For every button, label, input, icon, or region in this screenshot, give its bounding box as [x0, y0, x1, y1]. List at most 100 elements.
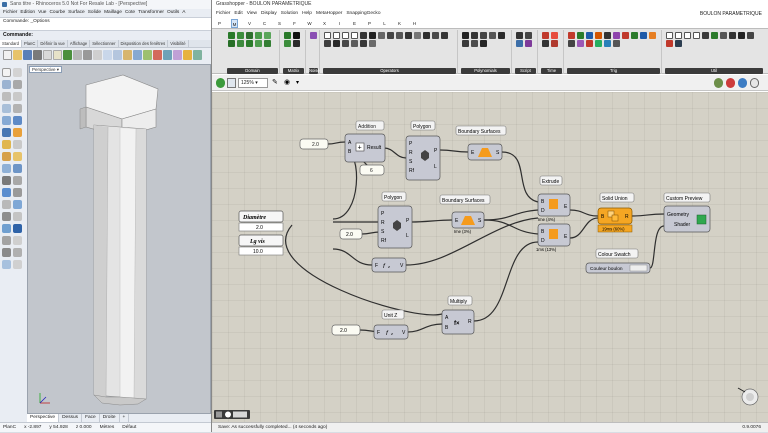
ribbon-tab-p2[interactable]: P — [367, 21, 371, 26]
secant-icon[interactable] — [631, 32, 638, 39]
right-trig-icon[interactable] — [595, 40, 602, 47]
preview-eye-icon[interactable]: ◉ — [284, 79, 291, 86]
gh-menu-view[interactable]: View — [246, 11, 257, 16]
gh-menu-display[interactable]: Display — [261, 11, 277, 16]
move-icon[interactable] — [2, 188, 11, 197]
interpolate-date-icon[interactable] — [551, 40, 558, 47]
render-icon[interactable] — [153, 50, 162, 60]
join-icon[interactable] — [13, 176, 22, 185]
curve-icon[interactable] — [13, 80, 22, 89]
tangent-icon[interactable] — [586, 32, 593, 39]
status-plane[interactable]: PlanC — [3, 425, 17, 430]
ribbon-tab-maths[interactable]: M — [231, 19, 238, 28]
viewport-tab-perspective[interactable]: Perspective — [27, 414, 60, 422]
display-options-icon[interactable] — [750, 78, 759, 88]
node-polygon-1[interactable]: Polygon P R S Rf P L — [405, 120, 441, 181]
layer-icon[interactable] — [143, 50, 152, 60]
menu-a[interactable]: A — [182, 10, 186, 15]
fillet-icon[interactable] — [2, 164, 11, 173]
materials-icon[interactable] — [163, 50, 172, 60]
add-viewport-icon[interactable]: + — [120, 414, 130, 422]
cosine-icon[interactable] — [577, 32, 584, 39]
light-icon[interactable] — [183, 50, 192, 60]
mass-multiplication-icon[interactable] — [360, 40, 367, 47]
circle-icon[interactable] — [2, 92, 11, 101]
incircle-icon[interactable] — [613, 40, 620, 47]
csharp-icon[interactable] — [525, 40, 532, 47]
swap-matrix-icon[interactable] — [293, 40, 300, 47]
gh-menu-metahopper[interactable]: MetaHopper — [315, 11, 343, 16]
noise-icon[interactable] — [310, 32, 317, 39]
date-icon[interactable] — [542, 32, 549, 39]
solid-sphere-icon[interactable] — [13, 128, 22, 137]
grid-icon[interactable] — [2, 236, 11, 245]
ribbon-tab-transform[interactable]: X — [322, 21, 326, 26]
polyline-icon[interactable] — [2, 80, 11, 89]
open-folder-icon[interactable] — [13, 50, 22, 60]
modulus-icon[interactable] — [360, 32, 367, 39]
tab-selectionner[interactable]: Sélectionner — [90, 40, 119, 47]
layout-icon[interactable] — [2, 260, 11, 269]
ribbon-tab-lunchbox[interactable]: L — [383, 21, 386, 26]
mirror-icon[interactable] — [13, 212, 22, 221]
integer-division-icon[interactable] — [432, 32, 439, 39]
arc-icon[interactable] — [13, 92, 22, 101]
divide-domain-icon[interactable] — [264, 32, 271, 39]
command-prompt[interactable]: Commande: — [3, 32, 33, 38]
rotate-icon[interactable] — [2, 200, 11, 209]
ribbon-tab-extra[interactable]: E — [352, 21, 356, 26]
history-icon[interactable] — [2, 248, 11, 257]
python-icon[interactable] — [516, 40, 523, 47]
find-domain-icon[interactable] — [255, 40, 262, 47]
zoom-extents-icon[interactable] — [113, 50, 122, 60]
viewport-icon[interactable] — [133, 50, 142, 60]
menu-surface[interactable]: Surface — [68, 10, 85, 15]
node-multiply[interactable]: Multiply A B f× R — [441, 295, 475, 335]
ribbon-tab-kangaroo[interactable]: K — [397, 21, 401, 26]
negative-icon[interactable] — [405, 32, 412, 39]
menu-courbe[interactable]: Courbe — [49, 10, 66, 15]
construct-domain-icon[interactable] — [237, 32, 244, 39]
log-icon[interactable] — [471, 40, 478, 47]
radians-icon[interactable] — [577, 40, 584, 47]
ribbon-tab-surface[interactable]: S — [277, 21, 281, 26]
pi-icon[interactable] — [666, 32, 673, 39]
panel-add-b[interactable]: 6 — [359, 164, 385, 176]
subtraction-icon[interactable] — [333, 32, 340, 39]
ribbon-tab-human[interactable]: H — [412, 21, 417, 26]
tab-planc[interactable]: PlanC — [22, 40, 39, 47]
node-addition[interactable]: Addition A B + Result — [344, 120, 386, 163]
options-icon[interactable] — [173, 50, 182, 60]
gate-not-icon[interactable] — [333, 40, 340, 47]
node-unit-z[interactable]: Unit Z F f z V — [373, 309, 409, 340]
preview-dropdown-icon[interactable]: ▾ — [296, 80, 300, 86]
arcsine-icon[interactable] — [595, 32, 602, 39]
select-arrow-icon[interactable] — [2, 68, 11, 77]
status-layer[interactable]: Défaut — [122, 425, 137, 430]
mass-addition-icon[interactable] — [351, 40, 358, 47]
viewport-tab-droite[interactable]: Droite — [100, 414, 120, 422]
menu-solide[interactable]: Solide — [87, 10, 102, 15]
node-polygon-2[interactable]: Polygon P R S Rf P L — [377, 191, 413, 249]
node-unit-z-upper[interactable]: F f z V — [371, 257, 407, 273]
panel-add-a[interactable]: 2.0 — [299, 138, 329, 150]
zoom-icon[interactable] — [93, 50, 102, 60]
selected-preview-icon[interactable] — [738, 78, 747, 88]
consecutive-domains-icon[interactable] — [246, 40, 253, 47]
split-icon[interactable] — [2, 176, 11, 185]
square-icon[interactable] — [471, 32, 478, 39]
canvas-grid-icon[interactable] — [216, 411, 222, 418]
tab-standard[interactable]: Standard — [0, 40, 22, 47]
average-icon[interactable] — [675, 40, 682, 47]
gate-xor-icon[interactable] — [342, 40, 349, 47]
addition-icon[interactable] — [324, 32, 331, 39]
scale-icon[interactable] — [13, 200, 22, 209]
node-extrude[interactable]: Extrude B D E Ime (4%) B D E 1ms (13%) — [536, 175, 571, 252]
slider-lg-vis[interactable]: Lg vis 10.0 — [238, 234, 284, 256]
rotate-view-icon[interactable] — [83, 50, 92, 60]
panel-unit-z[interactable]: 2.0 — [331, 324, 361, 336]
gh-document-name[interactable]: BOULON PARAMETRIQUE — [699, 11, 762, 17]
snap-icon[interactable] — [13, 236, 22, 245]
properties-icon[interactable] — [13, 260, 22, 269]
print-icon[interactable] — [33, 50, 42, 60]
